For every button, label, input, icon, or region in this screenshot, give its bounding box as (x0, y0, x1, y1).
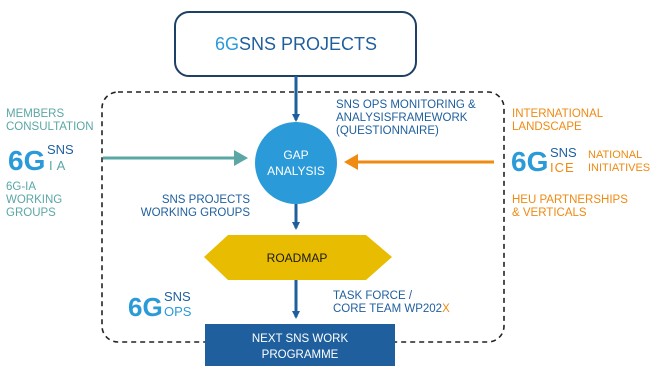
ia-logo-sup: SNS (47, 142, 74, 157)
sns-ia-logo: 6G SNS IA (8, 142, 74, 176)
ice-logo-sub: ICE (550, 160, 575, 175)
gap-analysis-circle (255, 122, 337, 204)
ops-logo-sub: OPS (164, 304, 192, 319)
ops-logo-main: 6G (128, 292, 163, 322)
sns-ops-logo: 6G SNS OPS (128, 289, 192, 322)
header-rest: SNS PROJECTS (239, 34, 377, 54)
ia-logo-sub: IA (49, 158, 69, 173)
arrow-right-head (344, 154, 358, 170)
right-heu-line1: HEU PARTNERSHIPS (512, 194, 628, 206)
right-national-line2: INITIATIVES (588, 162, 650, 174)
left-members-line2: CONSULTATION (6, 121, 94, 133)
next-line1: NEXT SNS WORK (252, 333, 349, 345)
roadmap-hexagon (204, 235, 392, 280)
right-intl-line1: INTERNATIONAL (512, 108, 604, 120)
next-line2: PROGRAMME (262, 349, 339, 361)
roadmap-label: ROADMAP (267, 251, 328, 265)
left-members-line1: MEMBERS (6, 108, 64, 120)
left-wg-line3: GROUPS (6, 207, 56, 219)
right-intl-line2: LANDSCAPE (512, 121, 582, 133)
bottom-note-core: CORE TEAM WP202 (333, 303, 442, 315)
gap-line1: GAP (283, 148, 308, 162)
bottom-note-line2: CORE TEAM WP202X (333, 303, 450, 315)
header-prefix: 6G (215, 34, 239, 54)
ice-logo-sup: SNS (550, 145, 577, 160)
bottom-note-line1: TASK FORCE / (333, 290, 413, 302)
next-programme-box (205, 324, 395, 366)
gap-line2: ANALYSIS (267, 164, 325, 178)
right-national-line1: NATIONAL (588, 149, 642, 161)
ia-logo-main: 6G (8, 145, 45, 176)
top-note-line3: (QUESTIONNAIRE) (336, 125, 439, 137)
mid-note-line1: SNS PROJECTS (162, 194, 251, 206)
ops-logo-sup: SNS (164, 289, 191, 304)
top-note-line1: SNS OPS MONITORING & (336, 99, 476, 111)
bottom-note-suffix: X (442, 303, 450, 315)
header-title: 6GSNS PROJECTS (215, 34, 377, 54)
left-wg-line2: WORKING (6, 194, 62, 206)
right-heu-line2: & VERTICALS (512, 207, 587, 219)
left-wg-line1: 6G-IA (6, 181, 36, 193)
ice-logo-main: 6G (511, 146, 548, 177)
sns-ice-logo: 6G SNS ICE (511, 145, 577, 177)
top-note-line2: ANALYSISFRAMEWORK (336, 112, 468, 124)
arrow-left-head (234, 150, 248, 166)
mid-note-line2: WORKING GROUPS (141, 207, 251, 219)
